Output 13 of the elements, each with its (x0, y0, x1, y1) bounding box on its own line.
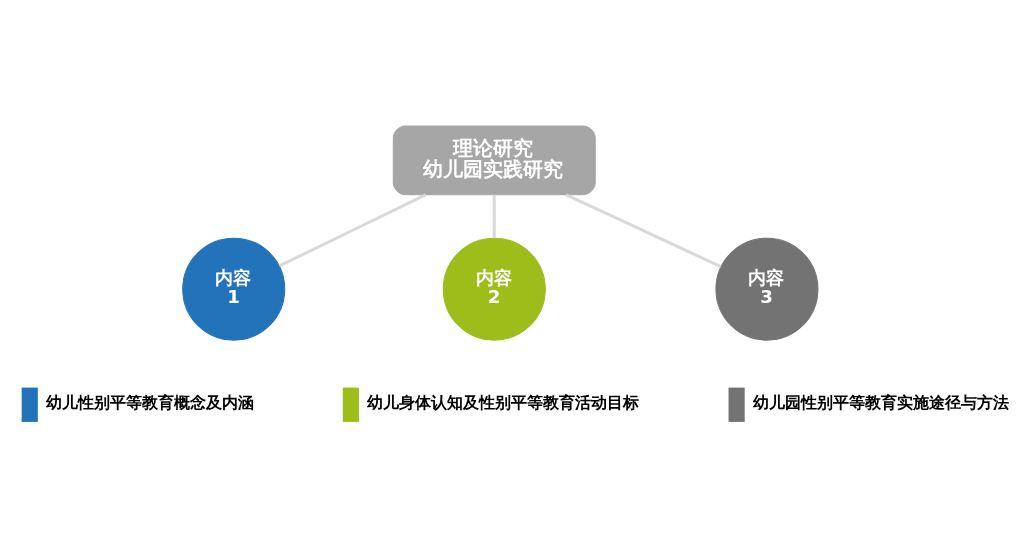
node-box (342, 387, 359, 422)
node-box (728, 387, 745, 422)
node-circle: 内容 2 (442, 237, 546, 341)
node-label: 幼儿身体认知及性别平等教育活动目标 (366, 392, 639, 412)
connector (278, 193, 426, 268)
connector (565, 193, 721, 268)
node-circle: 内容 1 (181, 237, 285, 341)
node-box (21, 387, 38, 422)
node-label: 幼儿园性别平等教育实施途径与方法 (752, 392, 1009, 412)
node-box: 理论研究 幼儿园实践研究 (392, 125, 596, 196)
node-circle: 内容 3 (714, 237, 818, 341)
connector (492, 195, 496, 239)
node-label: 幼儿性别平等教育概念及内涵 (45, 392, 254, 412)
